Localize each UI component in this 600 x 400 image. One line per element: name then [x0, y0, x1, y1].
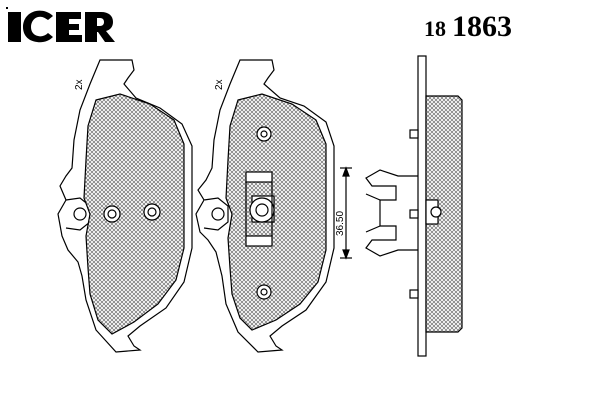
middle-pad-quantity: 2x — [214, 79, 225, 90]
left-pad-quantity: 2x — [74, 79, 85, 90]
middle-ear-hole — [211, 207, 225, 221]
left-rivet-holes — [103, 203, 161, 223]
middle-rivet-holes — [256, 126, 272, 300]
side-view — [340, 55, 463, 357]
middle-brake-pad — [195, 59, 335, 353]
side-friction-block — [425, 95, 463, 333]
middle-retaining-clip — [245, 171, 275, 247]
middle-friction-material — [225, 93, 327, 331]
part-number-prefix: 18 — [424, 16, 446, 41]
thickness-dimension-label: 36.50 — [335, 211, 346, 236]
left-friction-material — [83, 93, 185, 335]
left-backing-plate — [57, 59, 193, 353]
middle-ear — [203, 197, 229, 231]
left-brake-pad — [57, 59, 193, 353]
icer-logo — [6, 7, 115, 43]
side-backing-plate — [417, 55, 427, 357]
part-number-main: 1863 — [452, 10, 512, 43]
middle-backing-plate — [195, 59, 335, 353]
left-ear-hole — [73, 207, 87, 221]
side-spring-clip — [365, 169, 418, 257]
